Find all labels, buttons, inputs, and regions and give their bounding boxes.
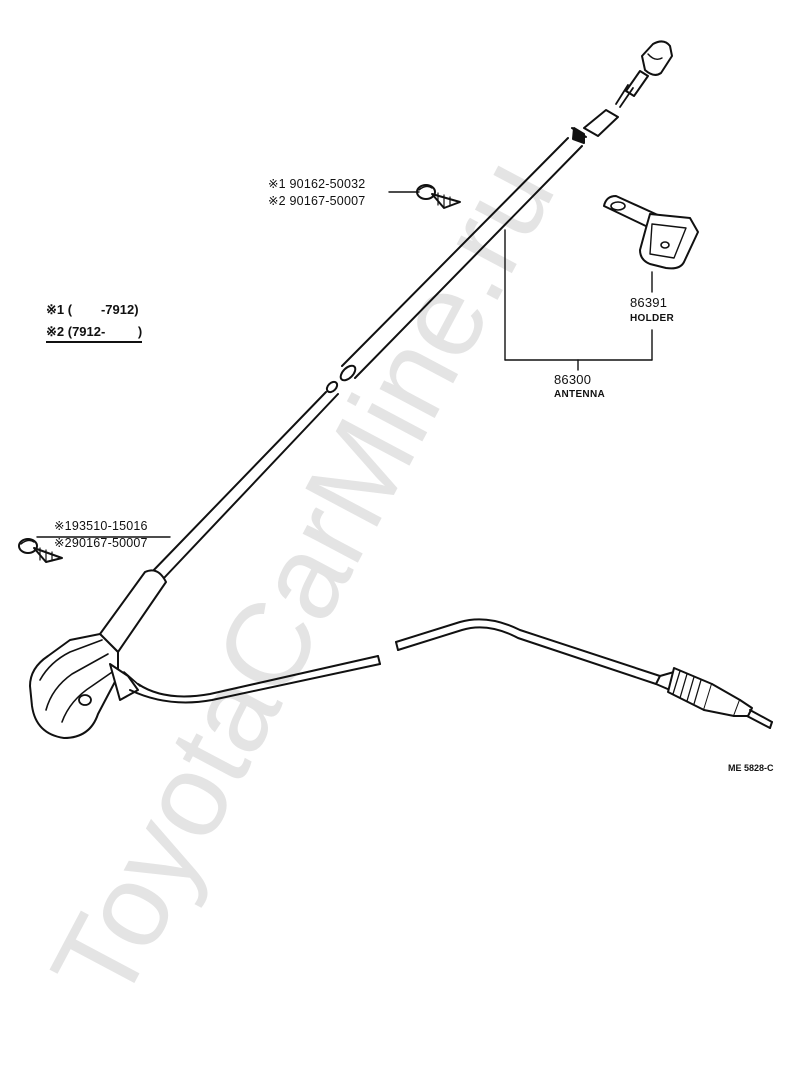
legend-line-1: ※1 ( -7912) [46, 302, 139, 317]
ref-mark: ※1 [54, 519, 72, 533]
part-number: 90167-50007 [71, 536, 148, 550]
antenna-plug [655, 667, 773, 729]
leader-lines [36, 191, 653, 538]
antenna-name: ANTENNA [554, 389, 605, 400]
antenna-cable [129, 618, 661, 704]
holder-name: HOLDER [630, 313, 675, 324]
screw-left [18, 538, 63, 563]
screw-top-label-2: ※2 90167-50007 [268, 193, 365, 208]
holder-part-number: 86391 [630, 295, 668, 310]
antenna-mast-upper [339, 40, 673, 382]
part-number: 93510-15016 [71, 519, 148, 533]
part-number: 90167-50007 [289, 194, 366, 208]
diagram-code: ME 5828-C [728, 763, 774, 773]
antenna-mount-base [29, 569, 167, 739]
legend-line-2: ※2 (7912- ) [46, 324, 143, 343]
antenna-mast-lower [149, 380, 339, 579]
holder-bracket [603, 195, 699, 270]
screw-left-label-1: ※193510-15016 [54, 518, 148, 533]
part-number: 90162-50032 [289, 177, 366, 191]
ref-mark: ※1 [268, 177, 286, 191]
antenna-part-number: 86300 [554, 372, 592, 387]
screw-top-label-1: ※1 90162-50032 [268, 176, 365, 191]
screw-left-label-2: ※290167-50007 [54, 535, 148, 550]
ref-mark: ※2 [268, 194, 286, 208]
ref-mark: ※2 [54, 536, 72, 550]
screw-top [416, 184, 461, 209]
